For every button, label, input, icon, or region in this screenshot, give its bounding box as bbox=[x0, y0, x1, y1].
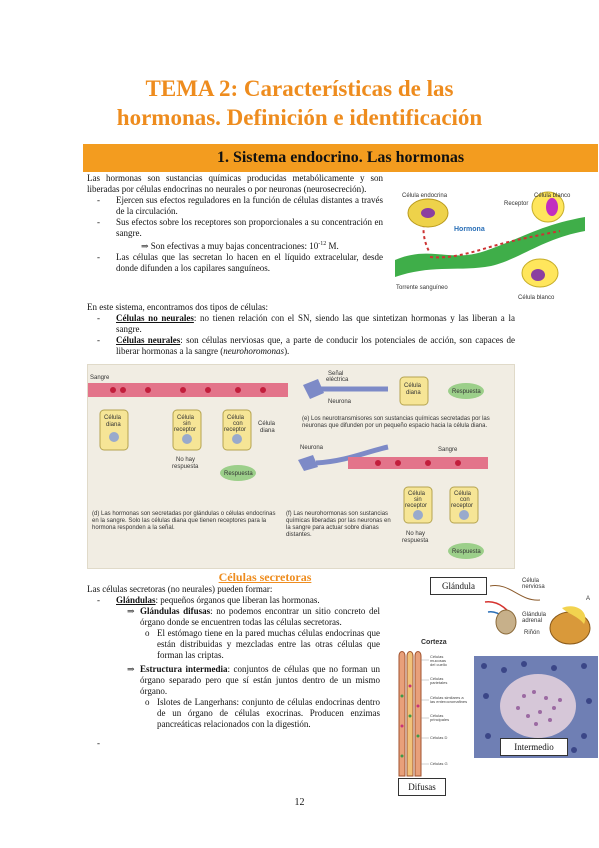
cell-types-bullet-2: Células neurales: son células nerviosas … bbox=[87, 335, 515, 357]
fig2-diana-side-1: Célula bbox=[258, 421, 276, 427]
fig2-no-hay-f-2: respuesta bbox=[402, 538, 429, 544]
fig4-l4-2: principales bbox=[430, 717, 449, 722]
fig3-glandula-adrenal-1: Glándula bbox=[522, 612, 547, 618]
fig2-respuesta-a: Respuesta bbox=[224, 471, 253, 477]
fig3-letter-a: A bbox=[586, 596, 590, 602]
fig2-sin-f-3: receptor bbox=[405, 503, 427, 509]
fig2-caption-e-2: neuronas que difunden por un pequeño esp… bbox=[302, 423, 487, 429]
fig2-sin-f-2: sin bbox=[414, 497, 422, 503]
fig2-con-f-1: Célula bbox=[454, 491, 472, 497]
fig4-l3-1: Células similares a bbox=[430, 695, 464, 700]
fig2-celula-a: Célula bbox=[104, 415, 122, 421]
secretoras-arrow-2: ⇒Estructura intermedia: conjuntos de cél… bbox=[127, 664, 381, 696]
fig2-no-hay-f-1: No hay bbox=[406, 531, 425, 537]
cell-types-text: En este sistema, encontramos dos tipos d… bbox=[87, 302, 515, 357]
fig2-senal-2: eléctrica bbox=[326, 377, 349, 383]
secretoras-bullet-1: Glándulas: pequeños órganos que liberan … bbox=[87, 595, 380, 606]
fig3-celula-nerviosa-1: Célula bbox=[522, 578, 540, 584]
fig2-neurona-f: Neurona bbox=[300, 445, 324, 451]
fig1-label-celula-blanco-bottom: Célula blanco bbox=[518, 295, 555, 301]
intermedio-label: Intermedio bbox=[500, 738, 568, 756]
fig2-caption-d-1: (d) Las hormonas son secretadas por glán… bbox=[92, 511, 275, 517]
fig4-l1-1: Células bbox=[430, 654, 443, 659]
fig4-l5: Células D bbox=[430, 735, 447, 740]
fig4-corteza: Corteza bbox=[421, 639, 447, 646]
fig2-con: con bbox=[233, 421, 243, 427]
secretoras-arrow-1-item: El estómago tiene en la pared muchas cél… bbox=[145, 628, 380, 661]
fig2-caption-f-2: químicas liberadas por las neuronas en bbox=[286, 518, 391, 524]
intro-bullet-2: Sus efectos sobre los receptores son pro… bbox=[87, 217, 383, 239]
intro-bullet-1: Ejercen sus efectos reguladores en la fu… bbox=[87, 195, 383, 217]
fig1-label-torrente: Torrente sanguíneo bbox=[396, 285, 448, 291]
fig2-caption-e-1: (e) Los neurotransmisores son sustancias… bbox=[302, 416, 490, 422]
secretoras-paragraph: Las células secretoras (no neurales) pue… bbox=[87, 584, 273, 594]
fig2-no-hay-1: No hay bbox=[176, 457, 195, 463]
fig2-respuesta-f: Respuesta bbox=[452, 549, 481, 555]
fig2-celula-sin: Célula bbox=[177, 415, 195, 421]
cell-types-paragraph: En este sistema, encontramos dos tipos d… bbox=[87, 302, 268, 312]
fig2-caption-d-2: en la sangre. Solo las células diana que… bbox=[92, 518, 267, 524]
fig2-sin: sin bbox=[183, 421, 191, 427]
fig4-l3-2: las enterocromafines bbox=[430, 699, 467, 704]
section-heading: 1. Sistema endocrino. Las hormonas bbox=[83, 144, 598, 172]
signaling-types-figure: Sangre Célula diana Célula sin receptor … bbox=[87, 364, 515, 569]
fig2-con-f-2: con bbox=[460, 497, 470, 503]
adrenal-gland-figure: Célula nerviosa A Glándula adrenal Riñón bbox=[480, 572, 595, 648]
fig2-respuesta-e: Respuesta bbox=[452, 389, 481, 395]
fig2-caption-d-3: hormona responden a la señal. bbox=[92, 525, 175, 531]
fig2-neurona-e: Neurona bbox=[328, 399, 352, 405]
intro-bullet-3: Las células que las secretan lo hacen en… bbox=[87, 252, 383, 274]
intro-bullet-2-sub: ⇒ Son efectivas a muy bajas concentracio… bbox=[141, 241, 339, 251]
fig4-l2-2: parietales bbox=[430, 680, 447, 685]
fig4-l1-2: mucosas bbox=[430, 658, 446, 663]
fig3-glandula-adrenal-2: adrenal bbox=[522, 618, 542, 624]
fig2-diana-side-2: diana bbox=[260, 428, 275, 434]
page-number: 12 bbox=[294, 797, 305, 808]
glandula-label: Glándula bbox=[430, 577, 487, 595]
hormone-transport-figure: Célula endocrina Célula blanco Receptor … bbox=[390, 185, 590, 305]
title-line-2: hormonas. Definición e identificación bbox=[116, 105, 483, 130]
fig2-celula-con: Célula bbox=[227, 415, 245, 421]
fig1-label-celula-blanco-top: Célula blanco bbox=[534, 193, 571, 199]
arrow-glyph: ⇒ bbox=[141, 241, 149, 251]
secretoras-arrow-1: ⇒Glándulas difusas: no podemos encontrar… bbox=[127, 606, 380, 627]
fig1-label-hormona: Hormona bbox=[454, 226, 485, 233]
fig4-l2-1: Células bbox=[430, 676, 443, 681]
fig2-caption-f-3: la sangre para actuar sobre dianas bbox=[286, 525, 379, 531]
fig2-diana-e-1: Célula bbox=[404, 383, 422, 389]
difusas-label: Difusas bbox=[398, 778, 446, 796]
fig4-l6: Células G bbox=[430, 761, 448, 766]
fig2-caption-f-4: distantes. bbox=[286, 532, 312, 538]
fig3-rinon: Riñón bbox=[524, 630, 540, 636]
fig2-sin-f-1: Célula bbox=[408, 491, 426, 497]
fig2-receptor-con: receptor bbox=[224, 427, 246, 433]
fig2-no-hay-2: respuesta bbox=[172, 464, 199, 470]
fig1-label-receptor: Receptor bbox=[504, 201, 528, 207]
title-line-1: TEMA 2: Características de las bbox=[145, 76, 454, 101]
page-title: TEMA 2: Características de las hormonas.… bbox=[0, 74, 599, 132]
intro-text: Las hormonas son sustancias químicas pro… bbox=[87, 173, 383, 274]
fig1-label-celula-endocrina: Célula endocrina bbox=[402, 193, 448, 199]
stomach-crypts-figure: Corteza Células mucosas del cuello Célul… bbox=[393, 636, 483, 784]
secretoras-heading: Células secretoras bbox=[218, 570, 312, 584]
fig4-l1-3: del cuello bbox=[430, 662, 448, 667]
fig2-caption-f-1: (f) Las neurohormonas son sustancias bbox=[286, 511, 388, 517]
secretoras-arrow-2-item: Islotes de Langerhans: conjunto de célul… bbox=[145, 697, 380, 730]
fig2-sangre-a: Sangre bbox=[90, 375, 110, 381]
intro-paragraph: Las hormonas son sustancias químicas pro… bbox=[87, 173, 383, 194]
fig2-con-f-3: receptor bbox=[451, 503, 473, 509]
fig2-receptor-sin: receptor bbox=[174, 427, 196, 433]
fig4-l4-1: Células bbox=[430, 713, 443, 718]
fig2-diana-e-2: diana bbox=[406, 390, 421, 396]
fig2-senal-1: Señal bbox=[328, 371, 343, 377]
fig3-celula-nerviosa-2: nerviosa bbox=[522, 584, 545, 590]
cell-types-bullet-1: Células no neurales: no tienen relación … bbox=[87, 313, 515, 335]
secretoras-text: Las células secretoras (no neurales) pue… bbox=[87, 584, 381, 749]
fig2-sangre-f: Sangre bbox=[438, 447, 458, 453]
fig2-diana-a: diana bbox=[106, 422, 121, 428]
